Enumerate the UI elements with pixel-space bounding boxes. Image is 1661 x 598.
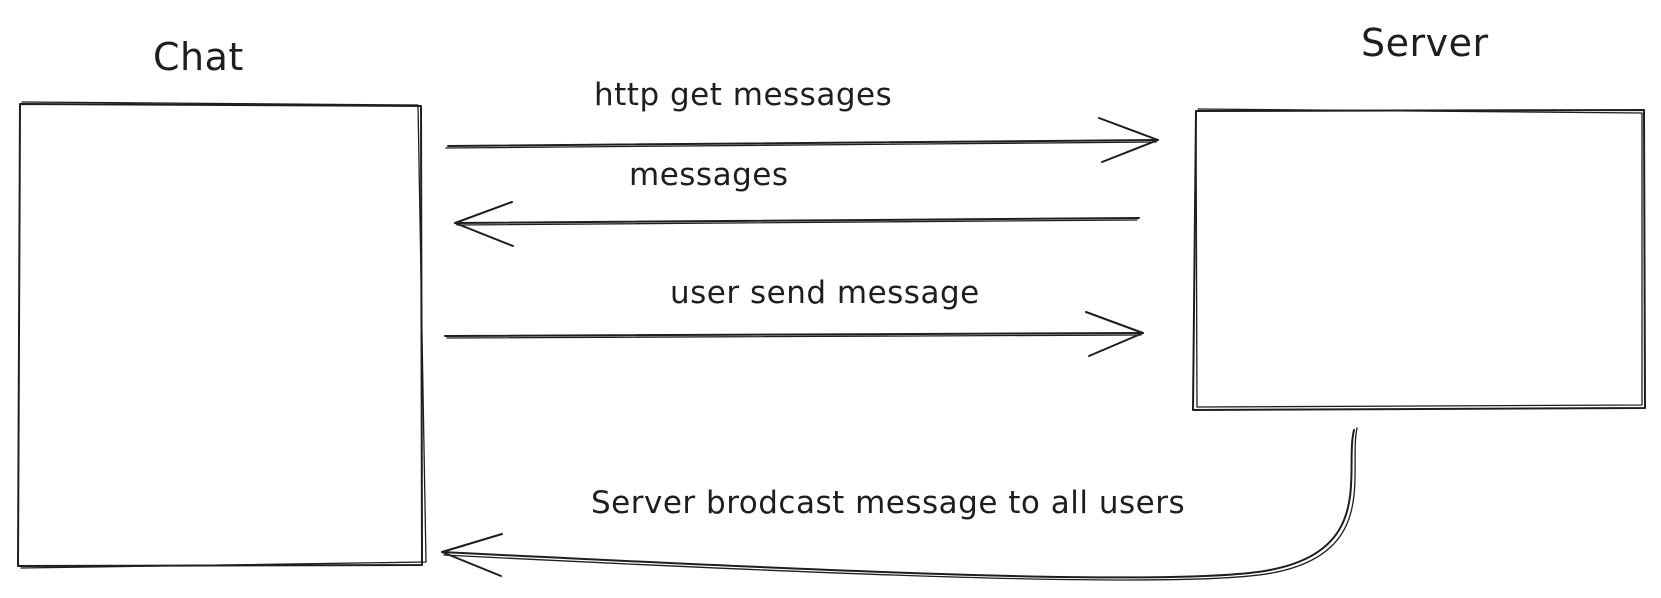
edge-label-http-get-messages: http get messages: [594, 77, 893, 113]
edge-label-server-broadcast: Server brodcast message to all users: [591, 485, 1186, 521]
chat-box: [17, 101, 427, 569]
arrow-http-get-messages: [445, 117, 1159, 163]
edge-label-messages: messages: [629, 157, 789, 193]
arrow-user-send-message: [444, 311, 1144, 357]
server-title: Server: [1361, 21, 1489, 65]
server-box: [1192, 108, 1646, 411]
edge-label-user-send-message: user send message: [670, 275, 980, 311]
chat-title: Chat: [153, 35, 244, 79]
arrow-messages: [454, 201, 1140, 247]
arrow-server-broadcast: [441, 427, 1358, 581]
